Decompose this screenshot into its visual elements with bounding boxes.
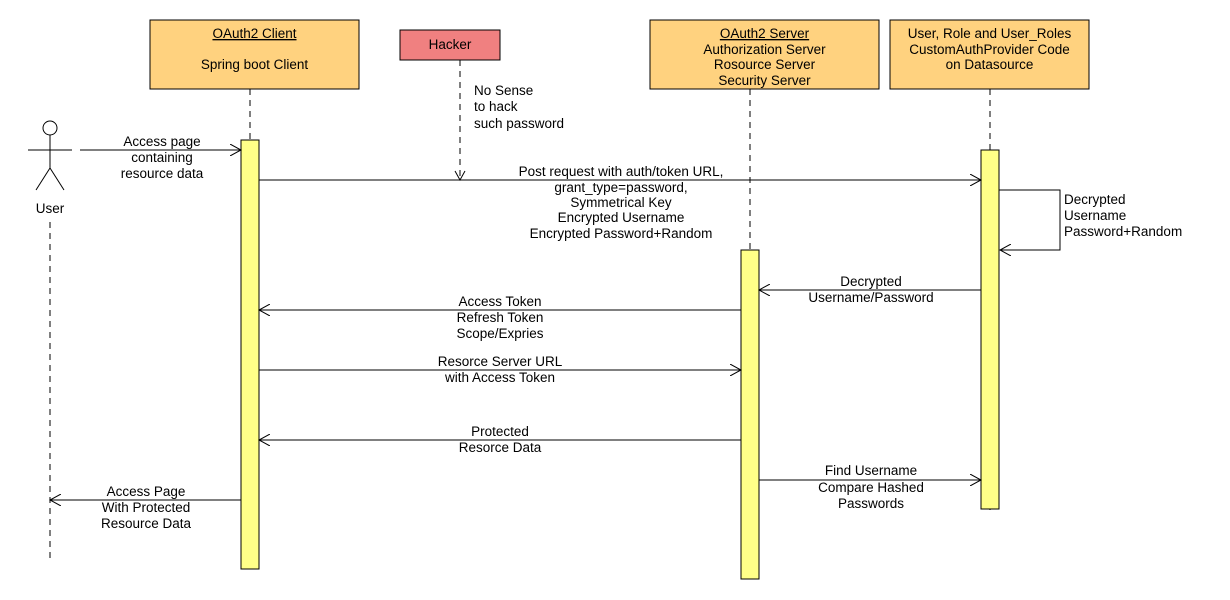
participant-hacker: Hacker <box>399 29 501 61</box>
svg-text:Refresh Token: Refresh Token <box>457 310 544 325</box>
user-actor-label: User <box>36 201 65 216</box>
svg-text:resource data: resource data <box>121 166 204 181</box>
participant-subtitle: on Datasource <box>946 57 1034 72</box>
svg-text:to hack: to hack <box>474 99 518 114</box>
svg-text:Passwords: Passwords <box>838 496 904 511</box>
participant-subtitle: Rosource Server <box>714 57 816 72</box>
svg-text:Resorce Data: Resorce Data <box>459 440 542 455</box>
hacker-note: No Sense to hack such password <box>474 83 564 131</box>
svg-text:Symmetrical Key: Symmetrical Key <box>570 195 672 210</box>
svg-text:Username/Password: Username/Password <box>808 290 933 305</box>
svg-text:Username: Username <box>1064 208 1126 223</box>
participant-oauth2-server: OAuth2 Server Authorization Server Rosou… <box>649 19 880 90</box>
message-label-access-token: Access Token Refresh Token Scope/Expries <box>456 294 543 341</box>
svg-text:Resorce Server URL: Resorce Server URL <box>438 354 563 369</box>
participant-title: User, Role and User_Roles <box>908 26 1072 41</box>
svg-text:such password: such password <box>474 116 564 131</box>
participant-subtitle: Security Server <box>718 73 811 88</box>
participant-subtitle: CustomAuthProvider Code <box>909 42 1070 57</box>
user-actor-icon <box>28 120 72 191</box>
message-label-access-page: Access page containing resource data <box>121 134 204 181</box>
svg-text:Protected: Protected <box>471 424 529 439</box>
svg-text:Decrypted: Decrypted <box>1064 192 1126 207</box>
participant-title: OAuth2 Client <box>212 26 296 41</box>
svg-text:Resource Data: Resource Data <box>101 516 192 531</box>
participant-subtitle: Spring boot Client <box>201 57 309 72</box>
participant-subtitle: Authorization Server <box>703 42 826 57</box>
svg-text:with Access Token: with Access Token <box>444 370 555 385</box>
svg-text:Post request with auth/token U: Post request with auth/token URL, <box>519 164 724 179</box>
message-label-access-page-protected: Access Page With Protected Resource Data <box>101 484 192 531</box>
svg-text:Decrypted: Decrypted <box>840 274 902 289</box>
datasource-activation-bar <box>980 149 1000 510</box>
participant-oauth2-client: OAuth2 Client Spring boot Client <box>149 19 360 90</box>
svg-text:Find Username: Find Username <box>825 463 917 478</box>
svg-text:Access page: Access page <box>123 134 200 149</box>
message-label-protected-data: Protected Resorce Data <box>459 424 542 455</box>
message-label-decrypted-username: Decrypted Username/Password <box>808 274 933 305</box>
svg-text:Scope/Expries: Scope/Expries <box>456 326 543 341</box>
participant-title: OAuth2 Server <box>720 26 810 41</box>
svg-text:With Protected: With Protected <box>102 500 191 515</box>
message-label-find-username: Find Username Compare Hashed Passwords <box>818 463 924 511</box>
message-arrow <box>999 189 1061 250</box>
svg-text:No Sense: No Sense <box>474 83 533 98</box>
svg-text:grant_type=password,: grant_type=password, <box>554 180 687 195</box>
client-activation-bar <box>240 139 260 570</box>
svg-text:Access Token: Access Token <box>458 294 541 309</box>
svg-text:Password+Random: Password+Random <box>1064 224 1182 239</box>
message-label-post-request: Post request with auth/token URL, grant_… <box>519 164 724 241</box>
participant-title: Hacker <box>429 37 472 52</box>
svg-text:Compare Hashed: Compare Hashed <box>818 480 924 495</box>
svg-text:Encrypted Username: Encrypted Username <box>558 210 685 225</box>
message-label-decrypted-self: Decrypted Username Password+Random <box>1064 192 1182 239</box>
server-activation-bar <box>740 249 760 580</box>
participant-datasource: User, Role and User_Roles CustomAuthProv… <box>889 19 1090 90</box>
message-label-resource-url: Resorce Server URL with Access Token <box>438 354 563 385</box>
svg-text:containing: containing <box>131 150 193 165</box>
svg-text:Access Page: Access Page <box>107 484 186 499</box>
svg-text:Encrypted Password+Random: Encrypted Password+Random <box>530 226 713 241</box>
